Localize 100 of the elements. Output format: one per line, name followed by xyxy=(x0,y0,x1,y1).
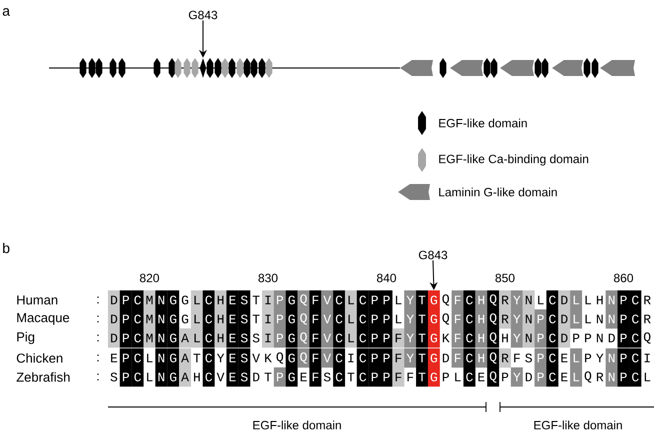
shaded-residue-cell: V xyxy=(321,348,334,368)
highlighted-residue-cell: G xyxy=(428,290,440,310)
shaded-residue-cell: Q xyxy=(298,290,310,310)
shaded-residue-cell: T xyxy=(416,367,428,387)
colon: : xyxy=(97,354,99,362)
shaded-residue-cell: I xyxy=(262,290,274,310)
shaded-residue-cell: P xyxy=(380,290,392,310)
shaded-residue-cell: G xyxy=(286,328,298,348)
shaded-residue-cell: Y xyxy=(510,367,523,387)
shaded-residue-cell: P xyxy=(368,309,381,329)
shaded-residue-cell: Y xyxy=(510,328,523,348)
shaded-residue-cell: T xyxy=(416,290,428,310)
residue: F xyxy=(408,372,414,382)
shaded-residue-cell: P xyxy=(380,348,392,368)
shaded-residue-cell: C xyxy=(132,309,144,329)
shaded-residue-cell: Q xyxy=(487,367,500,387)
species-name: Chicken xyxy=(16,353,62,363)
shaded-residue-cell: H xyxy=(214,309,227,329)
shaded-residue-cell: N xyxy=(155,290,168,310)
shaded-residue-cell: F xyxy=(392,348,404,368)
residue: Q xyxy=(442,313,450,325)
residue: S xyxy=(324,372,330,382)
position-number: 850 xyxy=(495,274,515,282)
residue: I xyxy=(348,354,354,362)
residue: L xyxy=(586,314,591,324)
shaded-residue-cell: F xyxy=(392,328,404,348)
shaded-residue-cell: P xyxy=(120,367,132,387)
shaded-residue-cell: Q xyxy=(487,348,500,368)
shaded-residue-cell: C xyxy=(132,367,144,387)
residue: K xyxy=(265,354,272,362)
shaded-residue-cell: P xyxy=(368,367,381,387)
shaded-residue-cell: N xyxy=(155,348,168,368)
residue: E xyxy=(300,372,307,382)
shaded-residue-cell: T xyxy=(416,348,428,368)
residue: E xyxy=(561,354,568,362)
shaded-residue-cell: Q xyxy=(487,328,500,348)
shaded-residue-cell: C xyxy=(333,348,346,368)
residue: H xyxy=(596,296,603,304)
shaded-residue-cell: T xyxy=(416,309,428,329)
residue: K xyxy=(442,334,450,342)
shaded-residue-cell: P xyxy=(534,367,546,387)
shaded-residue-cell: R xyxy=(499,309,511,329)
residue: G xyxy=(182,314,188,324)
shaded-residue-cell: F xyxy=(309,290,322,310)
residue: R xyxy=(644,314,651,324)
shaded-residue-cell: C xyxy=(132,328,144,348)
residue: L xyxy=(396,314,402,324)
species-name: Macaque xyxy=(17,313,70,325)
shaded-residue-cell: G xyxy=(167,309,180,329)
shaded-residue-cell: P xyxy=(618,328,630,348)
shaded-residue-cell: N xyxy=(522,290,535,310)
shaded-residue-cell: L xyxy=(570,309,582,329)
residue: F xyxy=(514,354,520,362)
residue: N xyxy=(596,314,603,324)
shaded-residue-cell: G xyxy=(286,348,298,368)
shaded-residue-cell: A xyxy=(179,367,191,387)
shaded-residue-cell: P xyxy=(274,290,286,310)
shaded-residue-cell: G xyxy=(286,367,298,387)
shaded-residue-cell: L xyxy=(190,309,203,329)
shaded-residue-cell: E xyxy=(226,290,238,310)
shaded-residue-cell: T xyxy=(416,328,428,348)
shaded-residue-cell: Q xyxy=(298,309,310,329)
residue: V xyxy=(252,354,260,362)
shaded-residue-cell: G xyxy=(167,290,180,310)
shaded-residue-cell: C xyxy=(333,367,346,387)
residue: R xyxy=(596,372,604,382)
residue: D xyxy=(253,372,260,382)
shaded-residue-cell: F xyxy=(452,290,464,310)
shaded-residue-cell: C xyxy=(202,328,215,348)
shaded-residue-cell: C xyxy=(356,348,369,368)
residue: L xyxy=(538,296,544,304)
residue: P xyxy=(502,372,508,382)
shaded-residue-cell: P xyxy=(380,328,392,348)
shaded-residue-cell: G xyxy=(286,309,298,329)
shaded-residue-cell: D xyxy=(108,290,120,310)
species-name: Human xyxy=(17,295,58,305)
residue: S xyxy=(525,354,532,362)
residue: Y xyxy=(216,354,224,362)
shaded-residue-cell: Y xyxy=(404,348,416,368)
shaded-residue-cell: C xyxy=(629,290,642,310)
legend-label: EGF-like Ca-binding domain xyxy=(439,154,588,166)
legend-label: Laminin G-like domain xyxy=(439,188,557,196)
shaded-residue-cell: E xyxy=(226,348,238,368)
residue: E xyxy=(111,354,118,362)
shaded-residue-cell: S xyxy=(238,348,250,368)
residue: Y xyxy=(596,354,604,362)
shaded-residue-cell: Y xyxy=(404,290,416,310)
shaded-residue-cell: P xyxy=(380,367,392,387)
residue: H xyxy=(194,372,200,382)
residue: L xyxy=(586,296,591,304)
shaded-residue-cell: C xyxy=(202,290,215,310)
shaded-residue-cell: P xyxy=(618,367,630,387)
residue: Q xyxy=(442,294,450,306)
shaded-residue-cell: C xyxy=(463,290,476,310)
shaded-residue-cell: L xyxy=(570,367,582,387)
residue: E xyxy=(478,372,484,382)
residue: I xyxy=(644,354,650,362)
residue: Q xyxy=(644,332,650,344)
shaded-residue-cell: L xyxy=(570,348,582,368)
residue: L xyxy=(644,372,650,382)
